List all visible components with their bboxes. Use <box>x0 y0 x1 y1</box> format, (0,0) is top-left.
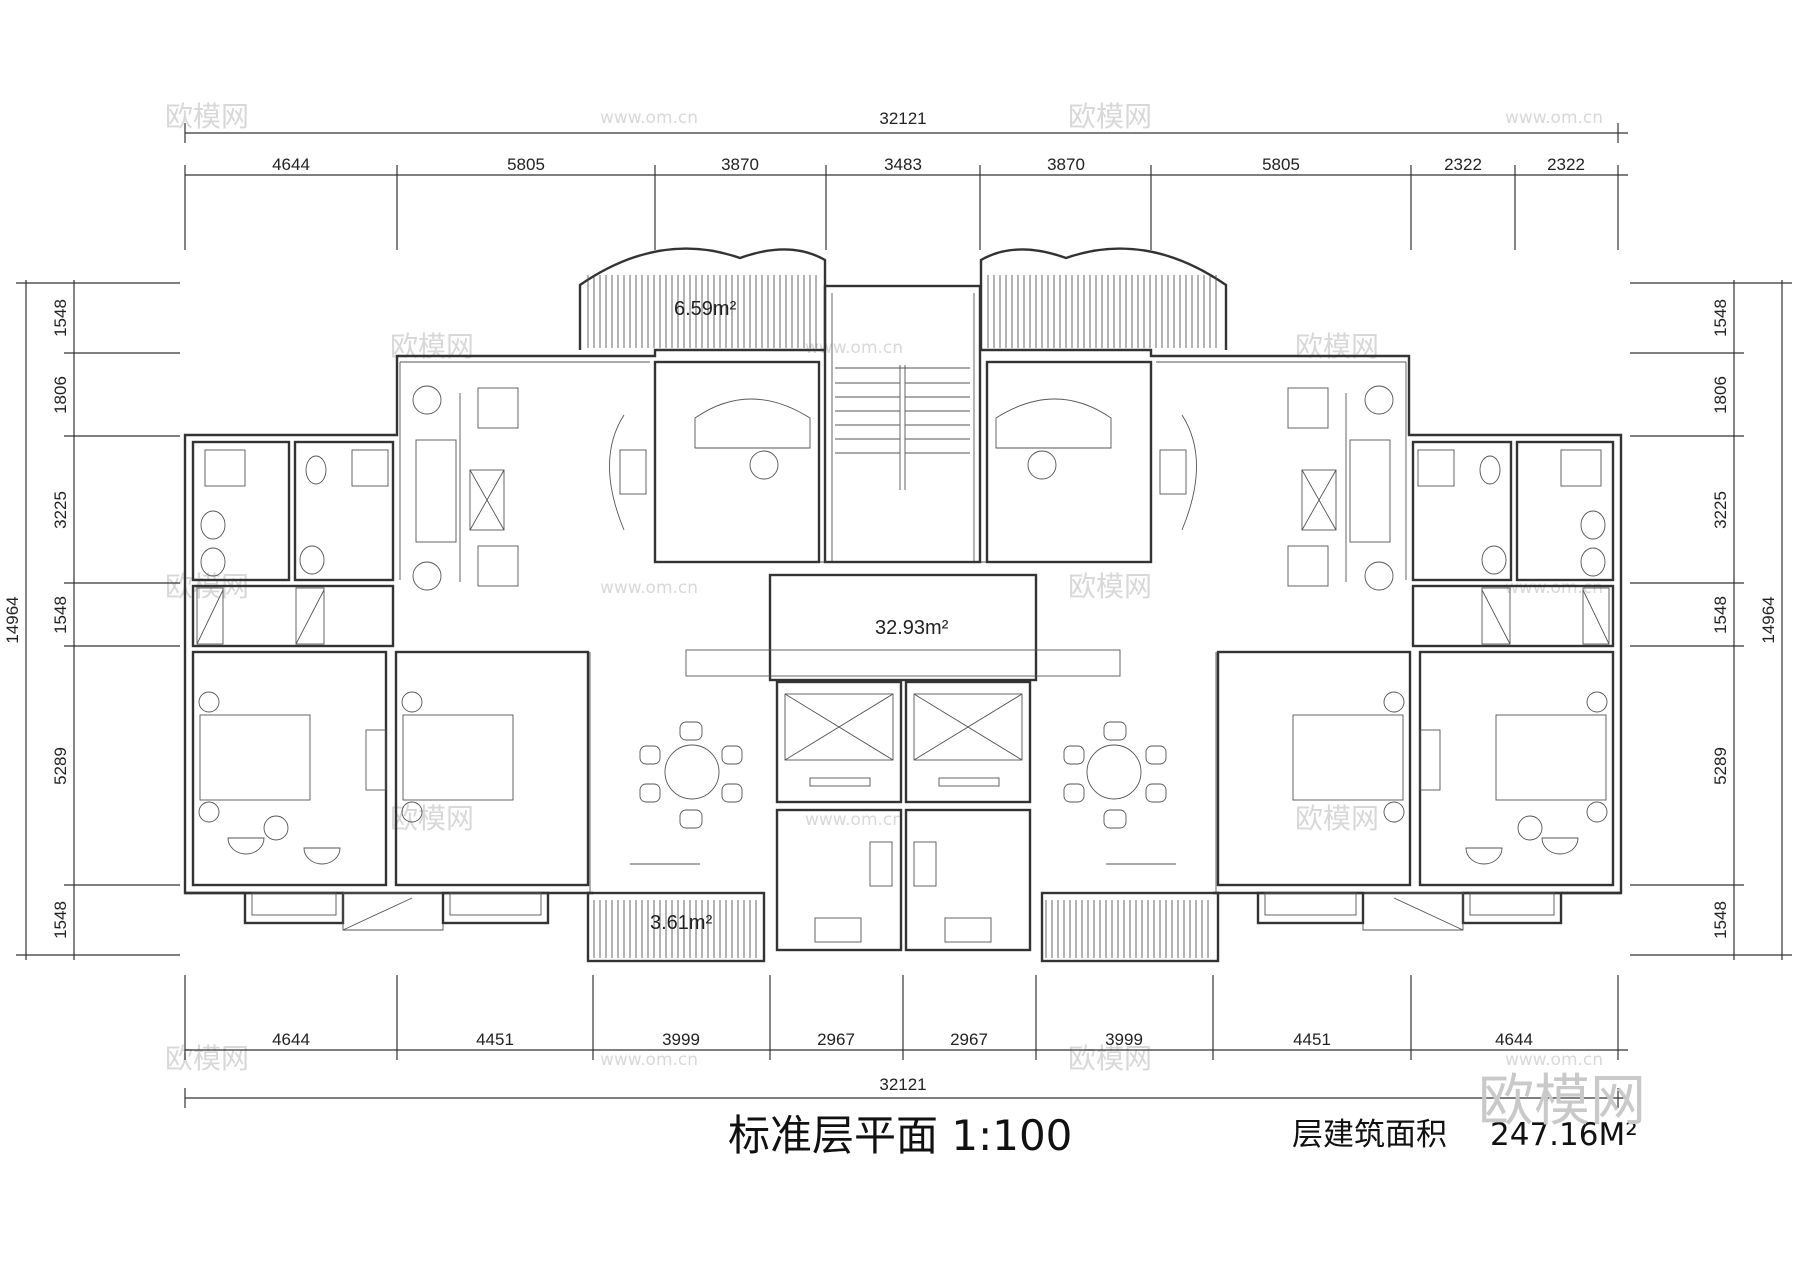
dim-top-total: 32121 <box>879 109 926 128</box>
watermark-mark: www.om.cn <box>805 810 903 830</box>
bottom-dimension-chain: 4644 4451 3999 2967 2967 3999 4451 4644 … <box>184 975 1628 1108</box>
balcony-top-right <box>979 247 1228 350</box>
watermark-mark: 欧模网 <box>1068 570 1152 603</box>
drawing-title: 标准层平面 1:100 <box>728 1111 1072 1160</box>
balcony-top-left <box>578 247 827 350</box>
dim-top-seg: 5805 <box>507 155 545 174</box>
dim-right-seg: 5289 <box>1711 747 1730 785</box>
dim-right-seg: 1548 <box>1711 901 1730 939</box>
central-core: 32.93m² <box>685 284 1121 952</box>
dim-bottom-seg: 4451 <box>476 1030 514 1049</box>
dim-bottom-seg: 2967 <box>950 1030 988 1049</box>
watermark-layer: 欧模网 www.om.cn 欧模网 www.om.cn 欧模网 www.om.c… <box>165 100 1603 1075</box>
dim-left-seg: 3225 <box>51 491 70 529</box>
dim-bottom-seg: 3999 <box>662 1030 700 1049</box>
dim-top-seg: 3483 <box>884 155 922 174</box>
floor-area-label: 层建筑面积 <box>1292 1117 1447 1153</box>
watermark-mark: 欧模网 <box>1068 1042 1152 1075</box>
dim-top-seg: 5805 <box>1262 155 1300 174</box>
dim-top-seg: 3870 <box>721 155 759 174</box>
dim-top-seg: 2322 <box>1547 155 1585 174</box>
dim-top-seg: 3870 <box>1047 155 1085 174</box>
right-unit-furniture <box>995 385 1608 865</box>
watermark-mark: 欧模网 <box>1295 802 1379 835</box>
watermark-mark: 欧模网 <box>165 100 249 133</box>
watermark-mark: www.om.cn <box>1505 1050 1603 1070</box>
watermark-mark: www.om.cn <box>805 338 903 358</box>
top-dimension-chain: 32121 4644 5805 3870 3483 3870 5805 2322… <box>184 109 1628 250</box>
watermark-mark: www.om.cn <box>1505 108 1603 128</box>
dim-right-seg: 1548 <box>1711 596 1730 634</box>
area-label-lobby: 32.93m² <box>875 617 949 639</box>
dim-left-seg: 1548 <box>51 901 70 939</box>
dim-bottom-seg: 4451 <box>1293 1030 1331 1049</box>
area-label-balcony-small: 3.61m² <box>650 912 713 934</box>
balcony-bottom-right <box>1040 891 1220 963</box>
right-dimension-chain: 1548 1806 3225 1548 5289 1548 14964 <box>1630 280 1792 960</box>
dim-left-total: 14964 <box>3 596 22 643</box>
watermark-mark: www.om.cn <box>1505 578 1603 598</box>
dim-left-seg: 1548 <box>51 596 70 634</box>
balcony-bottom-left <box>586 891 766 963</box>
dim-bottom-seg: 4644 <box>1495 1030 1533 1049</box>
right-unit-walls <box>973 293 1623 931</box>
dim-bottom-seg: 3999 <box>1105 1030 1143 1049</box>
area-label-balcony: 6.59m² <box>674 298 737 320</box>
floor-area-value: 247.16M² <box>1490 1117 1638 1153</box>
dim-bottom-seg: 4644 <box>272 1030 310 1049</box>
watermark-mark: 欧模网 <box>1068 100 1152 133</box>
watermark-mark: 欧模网 <box>165 1042 249 1075</box>
dim-top-seg: 2322 <box>1444 155 1482 174</box>
left-unit-furniture <box>198 385 811 865</box>
watermark-mark: www.om.cn <box>600 108 698 128</box>
dim-bottom-total: 32121 <box>879 1075 926 1094</box>
watermark-mark: 欧模网 <box>390 802 474 835</box>
left-dimension-chain: 1548 1806 3225 1548 5289 1548 14964 <box>3 280 180 960</box>
dim-left-seg: 1548 <box>51 299 70 337</box>
watermark-mark: www.om.cn <box>600 578 698 598</box>
dim-right-seg: 1806 <box>1711 376 1730 414</box>
watermark-mark: 欧模网 <box>1295 330 1379 363</box>
left-unit-walls <box>183 293 833 931</box>
dim-left-seg: 1806 <box>51 376 70 414</box>
watermark-mark: www.om.cn <box>600 1050 698 1070</box>
dim-left-seg: 5289 <box>51 747 70 785</box>
dim-right-seg: 1548 <box>1711 299 1730 337</box>
dim-right-seg: 3225 <box>1711 491 1730 529</box>
dim-bottom-seg: 2967 <box>817 1030 855 1049</box>
watermark-logo: 欧模网 <box>1478 1069 1646 1134</box>
dim-right-total: 14964 <box>1759 596 1778 643</box>
watermark-mark: 欧模网 <box>390 330 474 363</box>
dim-top-seg: 4644 <box>272 155 310 174</box>
